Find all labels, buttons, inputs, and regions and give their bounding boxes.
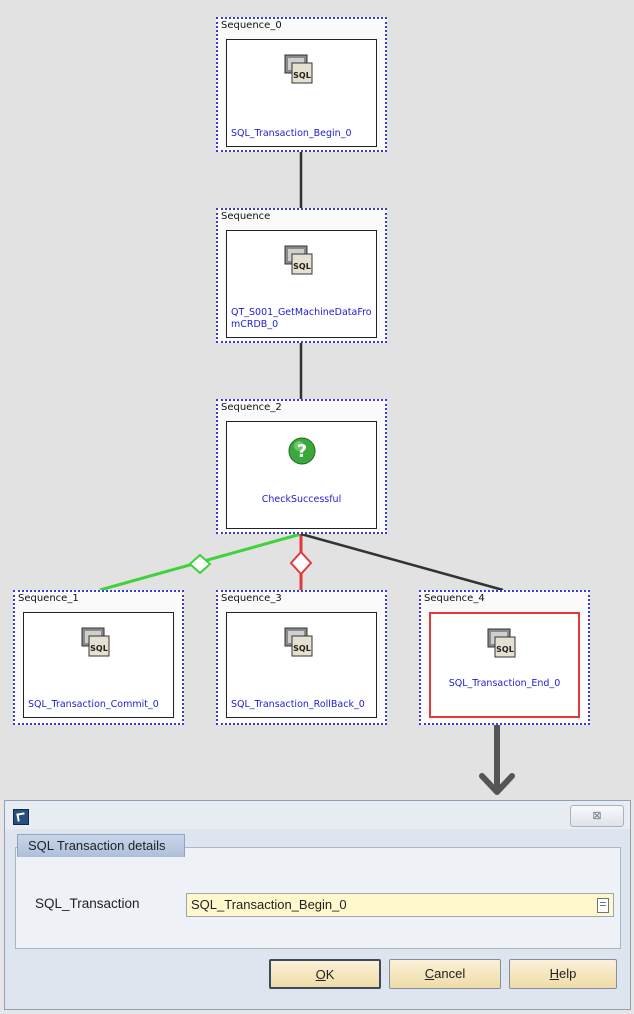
sql-database-icon: SQL <box>284 54 312 84</box>
svg-text:SQL: SQL <box>496 645 514 654</box>
cancel-accelerator: C <box>424 966 435 981</box>
node-name-link[interactable]: QT_S001_GetMachineDataFromCRDB_0 <box>231 307 372 330</box>
svg-text:SQL: SQL <box>293 71 311 80</box>
ok-accelerator: O <box>315 967 326 982</box>
ok-button[interactable]: OK <box>269 959 381 989</box>
sql-transaction-label: SQL_Transaction <box>35 896 140 911</box>
cancel-label-rest: ancel <box>434 966 466 981</box>
help-label-rest: elp <box>559 966 577 981</box>
sequence-block-0[interactable]: Sequence_0 SQL SQL_Transaction_Begin_0 <box>216 17 387 152</box>
app-icon <box>13 809 29 825</box>
sql-transaction-field[interactable]: SQL_Transaction_Begin_0 <box>186 893 614 917</box>
false-condition-diamond[interactable] <box>289 550 313 576</box>
sequence-label: Sequence_1 <box>18 593 79 604</box>
ok-label-rest: K <box>325 967 335 982</box>
sequence-label: Sequence <box>221 211 271 222</box>
svg-text:SQL: SQL <box>293 644 311 653</box>
help-accelerator: H <box>549 966 560 981</box>
connector-layer <box>99 152 515 795</box>
sequence-block[interactable]: Sequence SQL QT_S001_GetMachineDataFromC… <box>216 208 387 343</box>
pointer-arrow-head <box>479 773 515 795</box>
svg-text:?: ? <box>296 441 306 462</box>
sequence-block-4[interactable]: Sequence_4 SQL SQL_Transaction_End_0 <box>419 590 590 725</box>
true-condition-diamond[interactable] <box>188 553 212 575</box>
check-successful-node[interactable]: ? CheckSuccessful <box>226 421 377 529</box>
dialog-titlebar[interactable]: ⊠ <box>5 801 630 829</box>
sql-transaction-commit-node[interactable]: SQL SQL_Transaction_Commit_0 <box>23 612 174 718</box>
sql-transaction-end-node[interactable]: SQL SQL_Transaction_End_0 <box>429 612 580 718</box>
sequence-label: Sequence_4 <box>424 593 485 604</box>
node-name-link[interactable]: SQL_Transaction_Commit_0 <box>28 699 159 710</box>
sql-database-icon: SQL <box>284 627 312 657</box>
node-name-link[interactable]: SQL_Transaction_Begin_0 <box>231 128 352 139</box>
sequence-label: Sequence_2 <box>221 402 282 413</box>
value-picker-icon[interactable] <box>597 898 609 913</box>
sequence-label: Sequence_3 <box>221 593 282 604</box>
svg-text:SQL: SQL <box>90 644 108 653</box>
node-name-link[interactable]: CheckSuccessful <box>261 494 342 505</box>
sequence-block-2[interactable]: Sequence_2 ? CheckSuccessful <box>216 399 387 534</box>
node-name-link[interactable]: SQL_Transaction_RollBack_0 <box>231 699 365 710</box>
sql-transaction-rollback-node[interactable]: SQL SQL_Transaction_RollBack_0 <box>226 612 377 718</box>
get-machine-data-node[interactable]: SQL QT_S001_GetMachineDataFromCRDB_0 <box>226 230 377 338</box>
sql-database-icon: SQL <box>284 245 312 275</box>
sequence-label: Sequence_0 <box>221 20 282 31</box>
workflow-canvas[interactable]: Sequence_0 SQL SQL_Transaction_Begin_0 S… <box>0 0 634 800</box>
question-mark-icon: ? <box>288 437 315 465</box>
node-name-link[interactable]: SQL_Transaction_End_0 <box>448 678 561 689</box>
cancel-button[interactable]: Cancel <box>389 959 501 989</box>
svg-text:SQL: SQL <box>293 262 311 271</box>
sql-database-icon: SQL <box>81 627 109 657</box>
sql-transaction-value: SQL_Transaction_Begin_0 <box>191 897 347 912</box>
sequence-block-1[interactable]: Sequence_1 SQL SQL_Transaction_Commit_0 <box>13 590 184 725</box>
link-default-seq4 <box>300 532 504 592</box>
sequence-block-3[interactable]: Sequence_3 SQL SQL_Transaction_RollBack_… <box>216 590 387 725</box>
sql-transaction-dialog: ⊠ SQL Transaction details SQL_Transactio… <box>4 800 631 1010</box>
close-button[interactable]: ⊠ <box>570 805 624 827</box>
group-title: SQL Transaction details <box>17 834 185 857</box>
help-button[interactable]: Help <box>509 959 617 989</box>
sql-transaction-begin-node[interactable]: SQL SQL_Transaction_Begin_0 <box>226 39 377 147</box>
sql-database-icon: SQL <box>487 628 515 658</box>
